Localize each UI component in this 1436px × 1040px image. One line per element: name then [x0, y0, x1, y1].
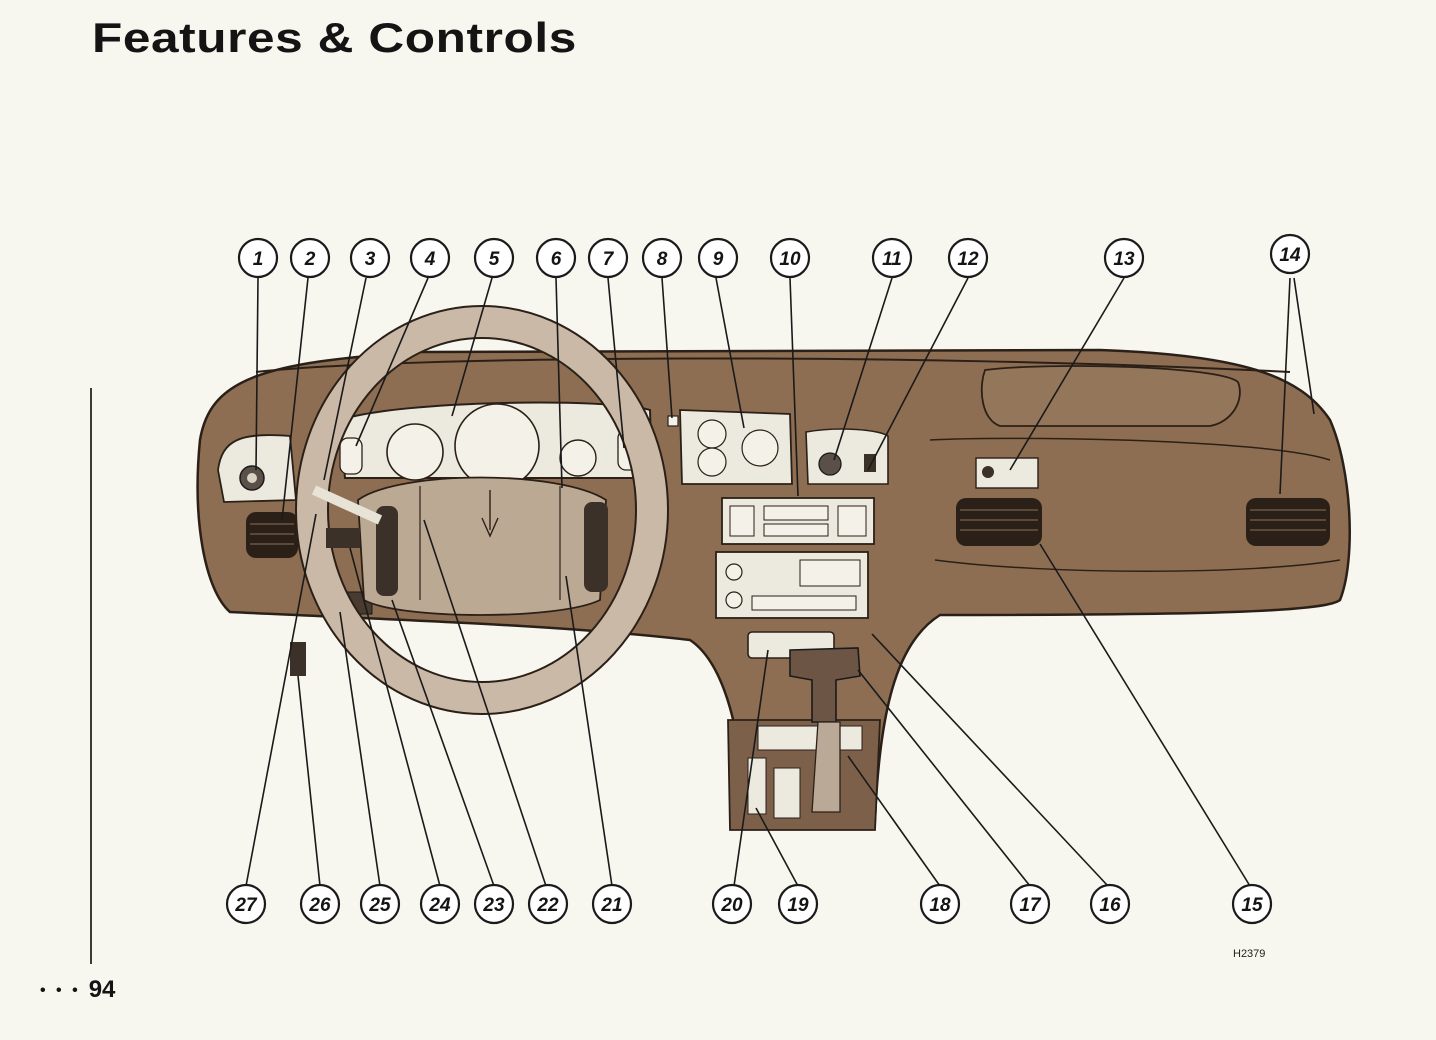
callout-number: 20 — [720, 895, 743, 916]
callout-18: 18 — [919, 883, 961, 925]
callout-number: 18 — [929, 895, 951, 916]
callout-7: 7 — [587, 237, 629, 279]
callout-number: 25 — [368, 895, 391, 916]
callout-14: 14 — [1269, 233, 1311, 275]
callout-24: 24 — [419, 883, 461, 925]
callout-5: 5 — [473, 237, 515, 279]
callout-number: 23 — [482, 895, 505, 916]
page-marker: • • • — [40, 981, 81, 999]
callout-27: 27 — [225, 883, 267, 925]
callout-number: 1 — [253, 249, 264, 270]
leader-lines — [245, 277, 1315, 887]
callout-number: 9 — [713, 249, 724, 270]
callout-number: 15 — [1241, 895, 1263, 916]
gear-shift-icon — [789, 647, 861, 813]
steering-wheel-icon — [295, 305, 669, 715]
page-title: Features & Controls — [92, 14, 577, 61]
callout-10: 10 — [769, 237, 811, 279]
callout-number: 26 — [308, 895, 331, 916]
callout-number: 11 — [882, 249, 902, 270]
callout-11: 11 — [871, 237, 913, 279]
callout-6: 6 — [535, 237, 577, 279]
callout-number: 8 — [657, 249, 668, 270]
callout-2: 2 — [289, 237, 331, 279]
callout-number: 16 — [1099, 895, 1121, 916]
callout-number: 6 — [551, 249, 562, 270]
margin-rule — [90, 388, 92, 964]
callout-number: 19 — [787, 895, 809, 916]
callout-22: 22 — [527, 883, 569, 925]
page-number-block: • • • 94 — [40, 976, 115, 1004]
callout-number: 12 — [957, 249, 979, 270]
callout-13: 13 — [1103, 237, 1145, 279]
callout-9: 9 — [697, 237, 739, 279]
callout-number: 13 — [1113, 249, 1135, 270]
callout-16: 16 — [1089, 883, 1131, 925]
callout-number: 5 — [489, 249, 500, 270]
instrument-panel-illustration — [196, 305, 1351, 831]
callout-21: 21 — [591, 883, 633, 925]
callout-number: 3 — [365, 249, 376, 270]
callout-number: 17 — [1019, 895, 1042, 916]
callout-20: 20 — [711, 883, 753, 925]
callout-12: 12 — [947, 237, 989, 279]
callout-number: 4 — [424, 249, 436, 270]
callout-number: 14 — [1279, 245, 1301, 266]
callout-number: 24 — [428, 895, 451, 916]
callout-8: 8 — [641, 237, 683, 279]
callout-number: 10 — [779, 249, 801, 270]
air-vent-icon — [246, 498, 1330, 558]
callout-number: 7 — [603, 249, 615, 270]
callout-26: 26 — [299, 883, 341, 925]
callout-number: 22 — [536, 895, 559, 916]
callout-1: 1 — [237, 237, 279, 279]
callout-19: 19 — [777, 883, 819, 925]
page-number: 94 — [88, 976, 116, 1003]
callout-23: 23 — [473, 883, 515, 925]
callout-4: 4 — [409, 237, 451, 279]
figure-code: H2379 — [1233, 948, 1266, 960]
callout-17: 17 — [1009, 883, 1051, 925]
callout-number: 2 — [304, 249, 316, 270]
callout-number: 27 — [234, 895, 258, 916]
callout-number: 21 — [600, 895, 622, 916]
callout-25: 25 — [359, 883, 401, 925]
callout-15: 15 — [1231, 883, 1273, 925]
callout-3: 3 — [349, 237, 391, 279]
